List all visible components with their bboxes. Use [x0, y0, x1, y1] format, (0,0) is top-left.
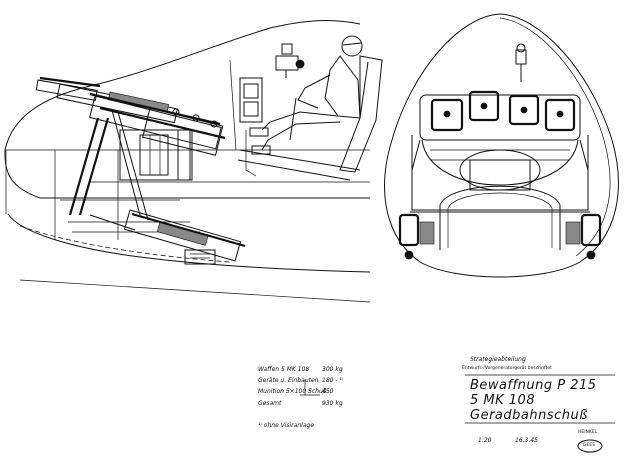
side-view [4, 20, 383, 303]
weight-row-value: 180 - ¹⁾ [322, 377, 344, 384]
title-line-3: Geradbahnschuß [470, 408, 588, 423]
weight-row-label: Geräte u. Einbauten [258, 377, 319, 384]
ground-line [19, 279, 371, 303]
weight-row-value: 300 kg [322, 366, 343, 373]
front-outline [384, 13, 619, 278]
date-label: 16.3.45 [515, 437, 538, 444]
gun-linkage [54, 109, 200, 240]
weight-row-label: Waffen 5 MK 108 [258, 366, 310, 373]
front-view [384, 13, 619, 278]
scale-label: 1:20 [478, 437, 492, 444]
front-landing-gear [398, 185, 602, 260]
fuselage-top-outline [4, 20, 361, 151]
cockpit [229, 35, 383, 181]
company-sub-label: GEES [583, 443, 596, 448]
header-sub-label: Entwurfs-/Vorgeneratorgerät beschriftet [462, 366, 552, 371]
front-gun-bay [411, 90, 589, 211]
company-stamp [577, 439, 603, 453]
weight-footnote: ¹⁾ ohne Visiranlage [258, 422, 315, 429]
nose-outline [4, 149, 41, 199]
title-line-2: 5 MK 108 [470, 393, 536, 408]
weight-row-value: 450 [322, 388, 334, 395]
lower-gun [123, 209, 246, 265]
belly-dashed [19, 225, 231, 263]
front-sight [515, 43, 527, 82]
title-line-1: Bewaffnung P 215 [470, 378, 597, 393]
belly-outline [7, 213, 371, 273]
weight-row-label: Munition 5×100 Schuß [258, 388, 327, 395]
weight-row-label: Gesamt [258, 400, 282, 407]
header-label: Strategieabteilung [470, 356, 526, 363]
company-label: HEINKEL [578, 430, 598, 435]
upper-gun-assembly [35, 76, 226, 156]
weight-row-value: 930 kg [322, 400, 343, 407]
